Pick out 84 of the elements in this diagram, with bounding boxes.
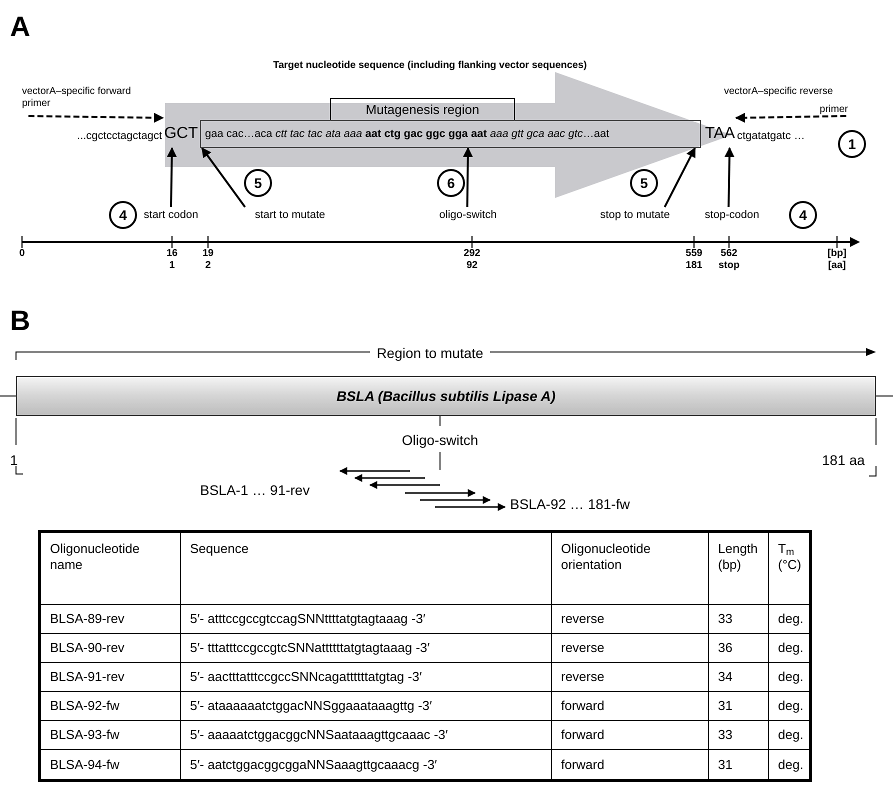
table-cell: deg. — [769, 692, 809, 721]
sequence-box: gaa cac…aca ctt tac tac ata aaa aat ctg gac ggc gga aat aaa gtt gca aac gtc…aat — [200, 120, 701, 148]
arrow — [201, 147, 246, 208]
axis-tick-label: 16 — [165, 248, 179, 260]
table-cell: deg. — [769, 605, 809, 634]
table-cell: forward — [552, 692, 709, 721]
annotation-text: stop to mutate — [590, 207, 680, 223]
callout-number: 4 — [789, 201, 817, 229]
annotation-text: stop-codon — [698, 207, 766, 223]
axis-tick-label: 562 — [720, 248, 738, 260]
table-cell: reverse — [552, 605, 709, 634]
table-cell: BLSA-94-fw — [41, 750, 181, 779]
annotation-text: start to mutate — [245, 207, 335, 223]
table-cell: BLSA-89-rev — [41, 605, 181, 634]
callout-number: 6 — [437, 169, 465, 197]
table-cell: 31 — [709, 692, 769, 721]
axis-tick-label: 292 — [462, 248, 482, 260]
axis-tick-label: 2 — [204, 260, 212, 272]
table-cell: reverse — [552, 634, 709, 663]
primer-arrow — [28, 112, 164, 123]
axis-tick-label: stop — [717, 260, 741, 272]
codon-text: TAA — [704, 116, 736, 148]
callout-number: 5 — [630, 169, 658, 197]
header-cell: Oligonucleotide orientation — [552, 533, 709, 605]
arrow — [166, 147, 177, 208]
block-arrow — [165, 72, 732, 198]
table-cell: 5′- aatctggacggcggaNNSaaagttgcaaacg -3′ — [181, 750, 552, 779]
table-cell: forward — [552, 750, 709, 779]
label-text: 1 — [10, 451, 18, 470]
region-box: Mutagenesis region — [330, 98, 515, 121]
title: Target nucleotide sequence (including flanking vector sequences) — [272, 59, 588, 73]
panel-letter: A — [10, 10, 30, 44]
table-cell: BLSA-92-fw — [41, 692, 181, 721]
codon-text: GCT — [163, 116, 199, 148]
table-cell: 36 — [709, 634, 769, 663]
primer-label: vectorA–specific forward primer — [22, 86, 150, 116]
gene-bar: BSLA (Bacillus subtilis Lipase A) — [16, 376, 876, 416]
axis-tick-label: 92 — [465, 260, 479, 272]
table-cell: 34 — [709, 663, 769, 692]
label-text: BSLA-1 … 91-rev — [200, 481, 310, 500]
arrow — [724, 147, 734, 208]
annotation-text: oligo-switch — [430, 207, 506, 223]
axis-tick-label: 559 — [684, 248, 704, 260]
table-cell: deg. — [769, 663, 809, 692]
axis-tick-label: 181 — [684, 260, 704, 272]
axis-tick-label: 0 — [18, 248, 26, 260]
table-cell: 5′- aaaaatctggacggcNNSaataaagttgcaaac -3′ — [181, 721, 552, 750]
label-text: 181 aa — [822, 451, 865, 470]
callout-number: 1 — [838, 130, 866, 158]
callout-number: 4 — [109, 201, 137, 229]
primer-label: vectorA–specific reverse — [724, 86, 833, 98]
table-cell: 31 — [709, 750, 769, 779]
table-cell: 5′- atttccgccgtccagSNNttttatgtagtaaag -3′ — [181, 605, 552, 634]
arrow — [664, 147, 696, 208]
table-cell: BLSA-93-fw — [41, 721, 181, 750]
primer-arrow — [735, 112, 846, 123]
axis-tick-label: [bp] — [826, 248, 848, 260]
panel-letter: B — [10, 304, 30, 338]
primer-label: primer — [820, 104, 848, 116]
table-cell: BLSA-91-rev — [41, 663, 181, 692]
header-cell: Length (bp) — [709, 533, 769, 605]
table-cell: 5′- ataaaaaatctggacNNSggaaataaagttg -3′ — [181, 692, 552, 721]
label-text: Oligo-switch — [400, 431, 480, 450]
table-cell: 33 — [709, 605, 769, 634]
table-cell: deg. — [769, 721, 809, 750]
table-cell: 5′- tttatttccgccgtcSNNattttttatgtagtaaag -3′ — [181, 634, 552, 663]
table-cell: deg. — [769, 634, 809, 663]
label-text: ctgatatgatc … — [737, 129, 805, 144]
label-text: ...cgctcctagctagct — [76, 129, 162, 144]
arrow — [462, 147, 473, 208]
table-cell: BLSA-90-rev — [41, 634, 181, 663]
axis-tick-label: [aa] — [827, 260, 847, 272]
table-cell: 33 — [709, 721, 769, 750]
axis-tick-label: 19 — [201, 248, 215, 260]
header-cell: Oligonucleotide name — [41, 533, 181, 605]
table-cell: forward — [552, 721, 709, 750]
table-cell: 5′- aactttatttccgccSNNcagattttttatgtag -3′ — [181, 663, 552, 692]
callout-number: 5 — [244, 169, 272, 197]
axis-tick-label: 1 — [168, 260, 176, 272]
header-cell: T$_{m}$ (°C) — [769, 533, 809, 605]
table-cell: reverse — [552, 663, 709, 692]
table-cell-text: deg. — [777, 756, 804, 774]
header-cell: Sequence — [181, 533, 552, 605]
label-text: BSLA-92 … 181-fw — [510, 495, 630, 514]
